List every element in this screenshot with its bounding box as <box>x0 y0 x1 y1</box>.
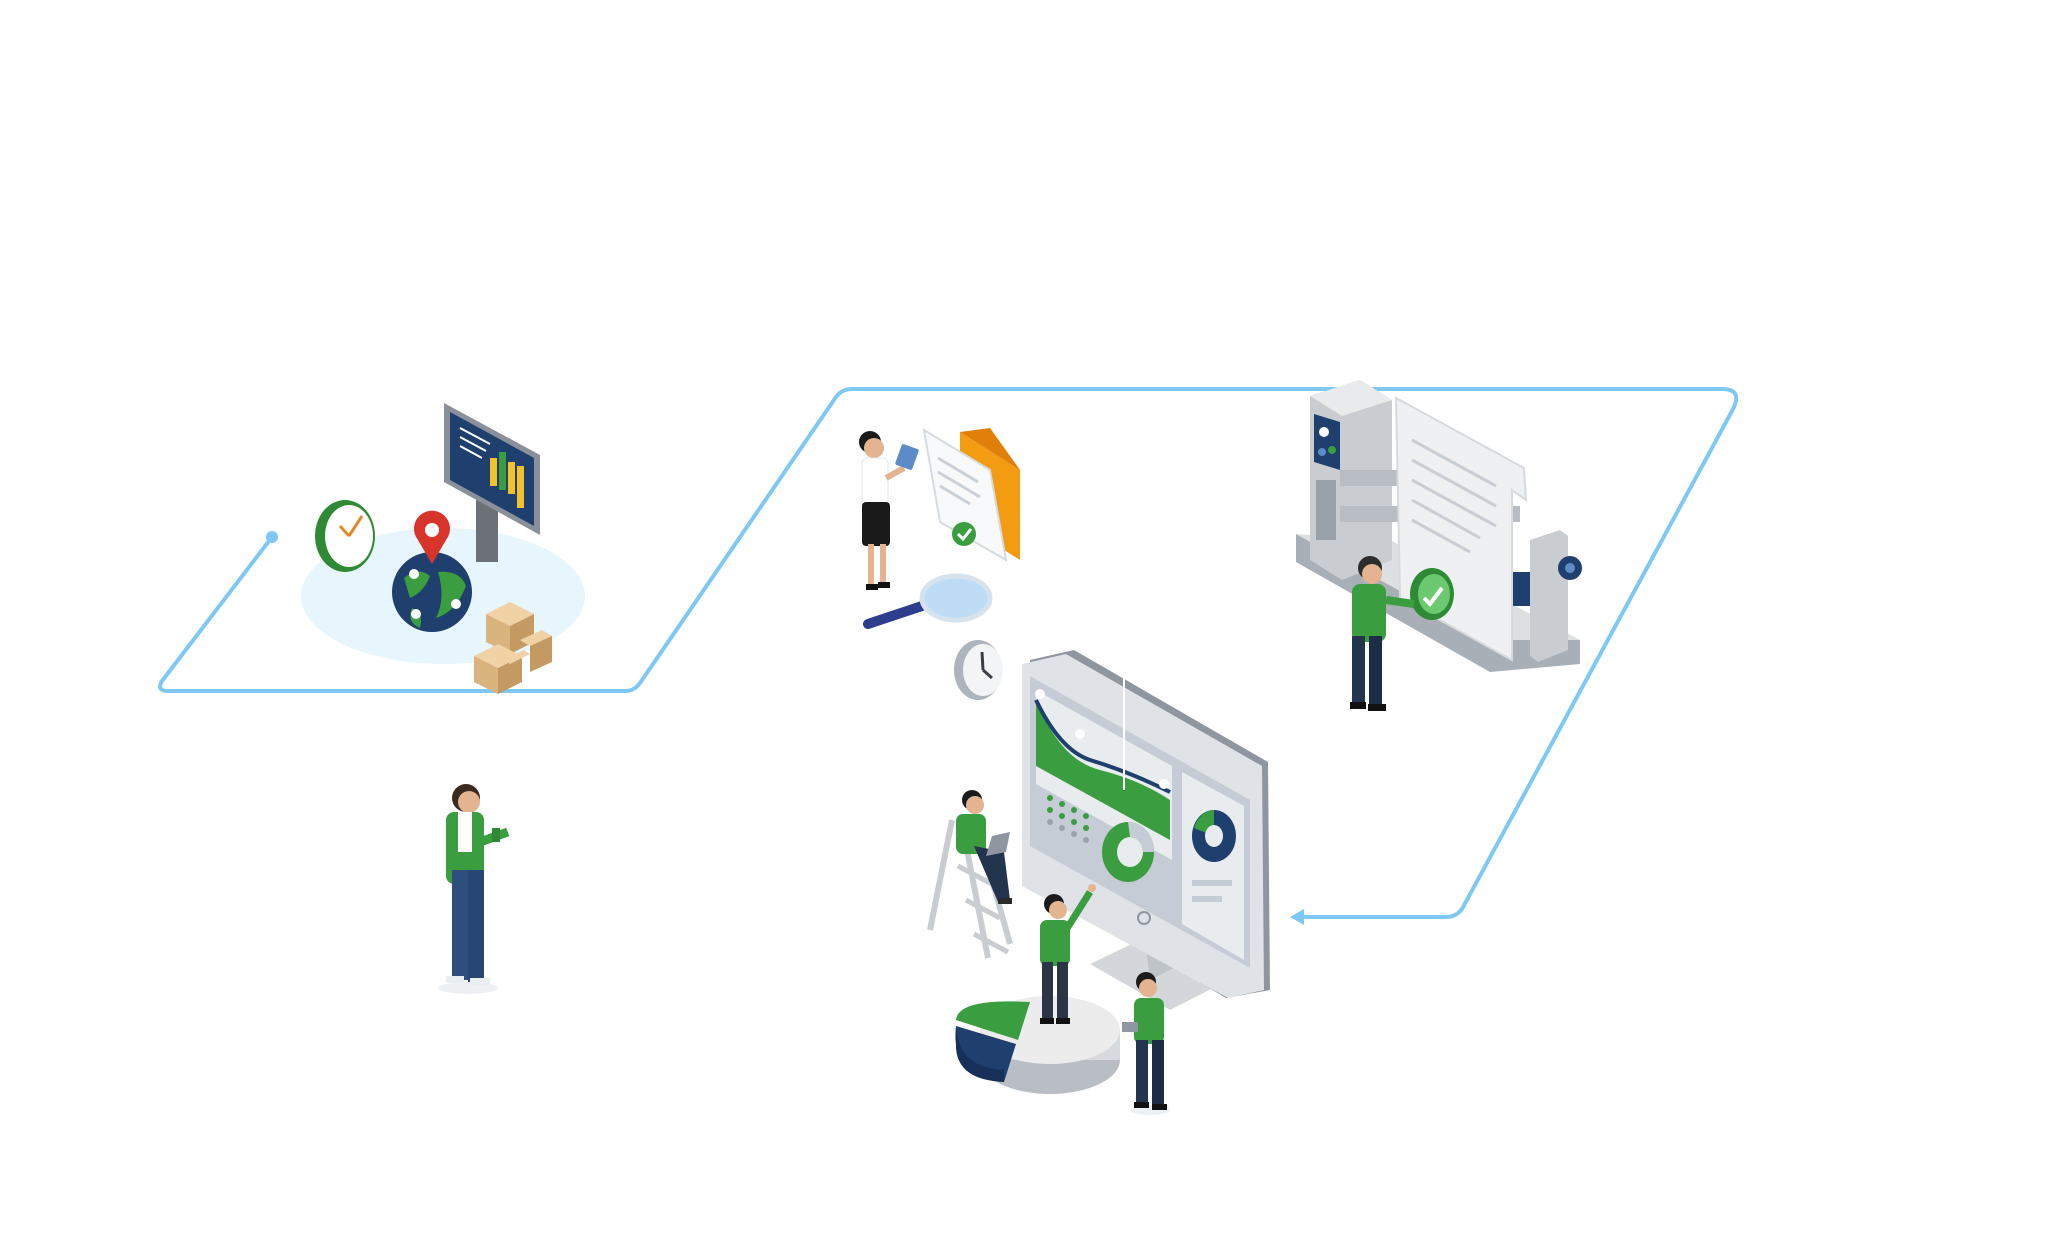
industrial-machine-icon <box>1310 380 1582 662</box>
businesswoman-tablet <box>859 431 919 590</box>
magnifying-glass-icon <box>863 573 993 629</box>
presenting-woman-figure <box>1040 884 1096 1024</box>
approved-document-icon <box>922 428 1008 562</box>
green-checkmark-icon <box>1410 568 1454 620</box>
location-pin-icon <box>414 510 450 564</box>
pie-chart-icon <box>955 996 1120 1094</box>
monitor-dashboard-icon <box>1022 650 1270 998</box>
analytics-dashboard <box>927 640 1270 1115</box>
man-with-tablet-figure <box>1122 972 1170 1115</box>
man-with-phone-figure <box>438 784 510 994</box>
worker-figure <box>1350 556 1415 711</box>
wall-clock-icon <box>954 640 1003 700</box>
sitting-worker-figure <box>956 790 1012 904</box>
arrow-head-icon <box>1290 909 1304 925</box>
clock-icon <box>315 500 375 572</box>
flow-path <box>158 387 1739 925</box>
production-machine <box>1296 380 1582 711</box>
bar-chart-billboard-icon <box>444 403 540 562</box>
document-review <box>859 428 1020 629</box>
cardboard-boxes-icon <box>474 602 552 694</box>
globe-icon <box>392 552 472 632</box>
logistics-hub <box>301 403 585 694</box>
